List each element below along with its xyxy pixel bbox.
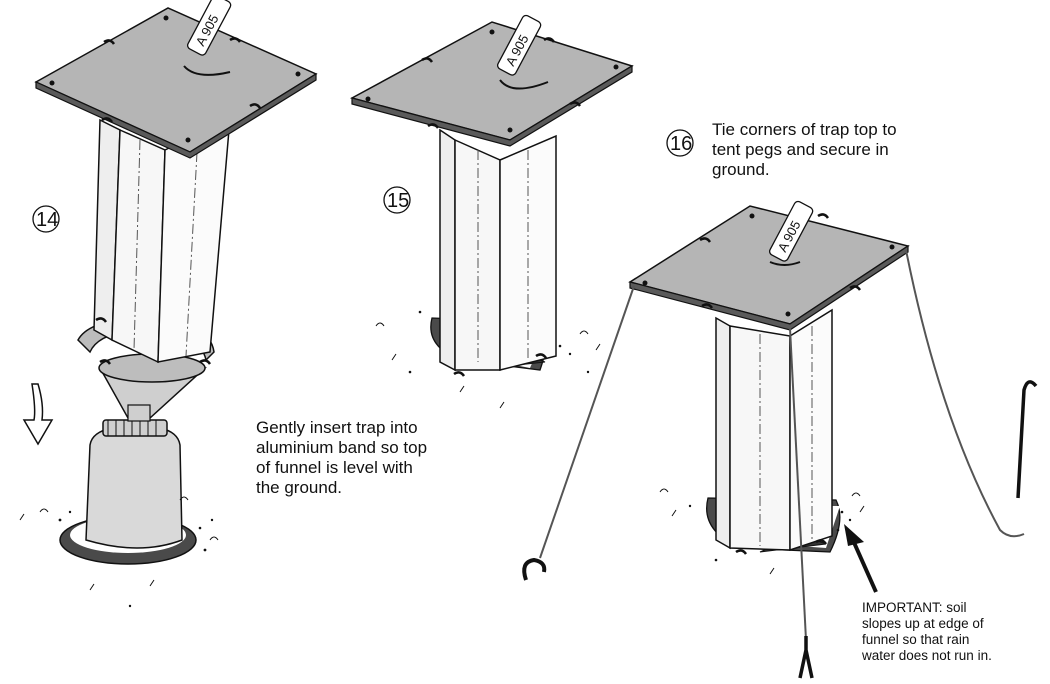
step-15-number: 15 [387,190,409,212]
guy-string-right [905,249,1025,538]
important-arrow-icon [850,537,878,593]
step-16-number: 16 [670,133,692,155]
trap-lid [34,7,318,153]
collection-bottle [85,427,183,549]
trap-lid [628,205,910,325]
step-14-number: 14 [36,209,58,231]
tent-peg-front-icon [798,636,814,679]
trap-lid [349,21,634,141]
bottle-cap [102,419,168,437]
step-14-circle [32,205,60,233]
important-note: IMPORTANT: soil slopes up at edge of fun… [862,600,992,663]
guy-string-left [539,285,635,559]
step-15-illustration: A 905 [349,14,634,409]
step-15-circle [383,186,411,214]
trap-vanes [715,316,731,550]
step-14-illustration: A 905 [19,0,318,608]
trap-id-tag: A 905 [768,200,814,262]
tent-peg-right-icon [1016,380,1038,499]
guy-string-front [789,327,807,641]
step-14-caption: Gently insert trap into aluminium band s… [256,418,428,497]
step-16-circle [666,129,694,157]
step-16-illustration: A 905 [522,200,1038,679]
down-arrow-icon [22,383,54,446]
step-16-caption: Tie corners of trap top to tent pegs and… [712,120,897,179]
trap-vanes [439,128,456,372]
tent-peg-left-icon [522,557,547,581]
